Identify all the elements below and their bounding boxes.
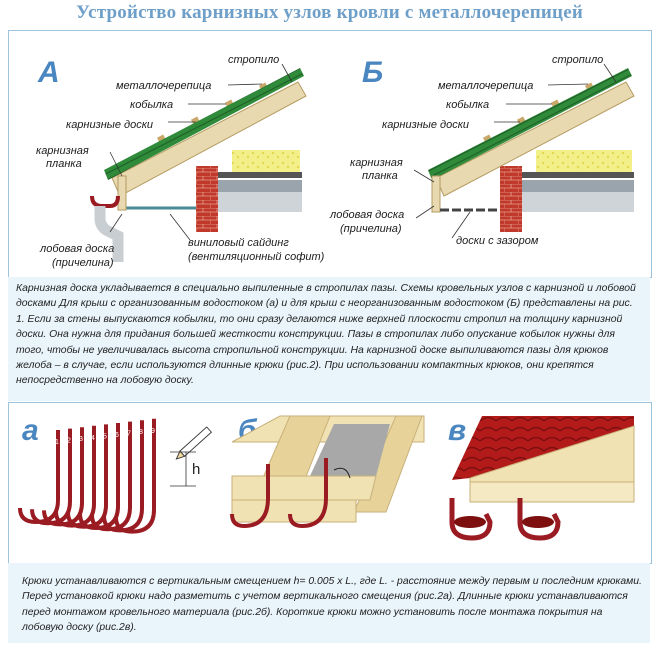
hook-number: 7 [127,431,131,438]
text-block-1: Карнизная доска укладывается в специальн… [16,283,636,387]
h-label: h [192,461,200,478]
label-fascia-a-2: (причелина) [52,257,114,269]
fascia-board [231,499,357,523]
label-siding-a-2: (вентиляционный софит) [188,251,325,263]
label-rafter-a: стропило [228,54,279,66]
hook-7 [90,421,132,532]
label-metal-tile-b: металлочерепица [438,80,533,92]
text-block-1-bg [8,277,650,401]
label-eaves-strip-b-2: планка [362,170,398,182]
wall-block [218,192,302,212]
hook-4 [54,425,96,528]
diagram-b-letter: Б [362,56,383,89]
wall-top-beam [218,172,302,178]
brick-wall [196,166,218,232]
figure-v-letter: в [448,414,466,447]
metal-sheet [310,424,390,476]
roof-tiles [452,416,634,480]
hook-number: 8 [139,429,143,436]
wall-block-b [522,192,634,212]
diagram-b: Б ст [329,54,635,247]
fascia-board-a [117,175,127,211]
rafter [111,81,307,197]
hook-number: 9 [151,428,155,435]
figure-v: в [448,414,635,541]
label-siding-a-1: виниловый сайдинг [188,237,289,249]
label-rafter-b: стропило [552,54,603,66]
metal-tile-b [428,68,632,180]
hook-number: 4 [91,435,95,442]
hook-8 [102,420,144,533]
label-fascia-b-2: (причелина) [340,223,402,235]
hook-number: 3 [79,436,83,443]
hook-shadow-1 [454,516,486,528]
label-kobylka-b: кобылка [446,99,489,111]
long-hook-2 [288,458,328,529]
label-metal-tile-a: металлочерепица [116,80,211,92]
insulation [232,150,300,172]
ceiling-slab [218,180,302,192]
label-kobylka-a: кобылка [130,99,173,111]
insulation-b [536,150,632,172]
long-hook-1 [230,464,270,529]
label-eaves-strip-a-1: карнизная [36,145,89,157]
diagram-a: А [36,54,325,269]
diagram-a-letter: А [37,56,60,89]
hook-9 [114,418,156,534]
wall-top-beam-b [522,172,634,178]
hook-5 [66,424,108,529]
top-diagrams-svg: А [36,54,635,269]
label-eaves-strip-a-2: планка [46,158,82,170]
label-eaves-boards-b: карнизные доски [382,119,469,131]
label-gap-boards-b: доски с зазором [456,235,539,247]
text-block-2: Крюки устанавливаются с вертикальным сме… [22,576,642,634]
hook-number: 5 [103,433,107,440]
hooks-figures-svg: а 1 2 3 4 5 6 7 8 9 h б [18,414,635,541]
text-block-2-bg [8,563,650,643]
eaves-board [231,475,377,501]
hook-6 [78,423,120,531]
short-hook-2 [517,498,561,541]
hook-numbers: 1 2 3 4 5 6 7 8 9 [55,428,155,446]
arrow-icon [333,467,351,479]
page-title: Устройство карнизных узлов кровли с мета… [76,2,583,23]
gutter-a [90,195,120,208]
hook-set [18,418,156,534]
figure-a: а 1 2 3 4 5 6 7 8 9 h [18,414,213,534]
pencil-icon [175,426,213,460]
figure-b: б [230,414,425,529]
fascia-board-v [469,481,635,503]
hook-number: 1 [55,439,59,446]
metal-tile [104,68,304,180]
fascia-board-b [431,175,441,213]
ceiling-slab-b [522,180,634,192]
rafter-b [435,81,635,197]
leader-lines-a [109,63,293,241]
label-fascia-b-1: лобовая доска [329,209,404,221]
hook-shadow-2 [522,516,554,528]
label-eaves-strip-b-1: карнизная [350,157,403,169]
hook-number: 2 [67,438,71,445]
leader-lines-b [413,63,617,239]
hook-3 [42,427,84,527]
brick-wall-b [500,166,522,232]
downpipe [94,206,124,262]
hook-number: 6 [115,432,119,439]
label-fascia-a-1: лобовая доска [39,243,114,255]
figure-a-letter: а [22,414,39,447]
short-hook-1 [449,498,493,541]
label-eaves-boards-a: карнизные доски [66,119,153,131]
